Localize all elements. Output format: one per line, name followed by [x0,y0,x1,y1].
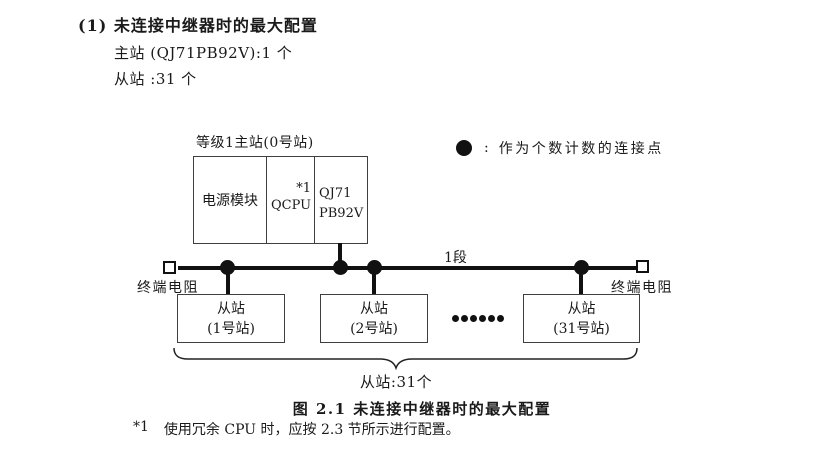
footnote: *1 使用冗余 CPU 时，应按 2.3 节所示进行配置。 [133,419,460,439]
connection-point-slave2 [367,260,382,275]
slave2-line2: (2号站) [350,320,398,337]
slave2-line1: 从站 [360,300,388,317]
power-module-cell: 电源模块 [202,193,258,209]
legend-text: 作为个数计数的连接点 [498,141,664,157]
bus-line-segment1 [178,266,636,270]
network-module-cell: QJ71 PB92V [314,157,367,243]
slave1-line1: 从站 [217,300,245,317]
terminating-resistor-label-right: 终端电阻 [611,280,673,296]
connection-point-slave1 [220,260,235,275]
drop-line-master [338,243,342,267]
legend: : 作为个数计数的连接点 [456,138,664,158]
drop-line-slave31 [579,269,583,295]
drop-line-slave2 [372,269,376,295]
ellipsis-dots [452,315,504,322]
network-module-line2: PB92V [319,206,364,221]
cpu-footnote-ref: *1 [296,181,311,196]
slave-station-1-box: 从站 (1号站) [177,294,285,343]
slave-spec-line: 从站 :31 个 [114,70,197,88]
terminating-resistor-label-left: 终端电阻 [137,280,199,296]
connection-point-master [333,260,348,275]
cpu-label: QCPU [271,198,312,213]
slave31-line2: (31号站) [553,320,610,337]
footnote-marker: *1 [133,419,149,435]
slave31-line1: 从站 [567,300,596,317]
drop-line-slave1 [226,269,230,295]
master-spec-line: 主站 (QJ71PB92V):1 个 [114,44,293,62]
footnote-text: 使用冗余 CPU 时，应按 2.3 节所示进行配置。 [163,422,460,438]
connection-point-slave31 [574,260,589,275]
legend-separator: : [484,140,489,156]
terminating-resistor-left [163,261,176,274]
master-station-box: 电源模块 *1 QCPU QJ71 PB92V [193,156,368,244]
master-station-label: 等级1主站(0号站) [196,135,314,151]
slave-station-2-box: 从站 (2号站) [320,294,428,343]
terminating-resistor-right [636,260,649,273]
slave1-line2: (1号站) [207,320,255,337]
slave-station-31-box: 从站 (31号站) [523,294,640,343]
figure-caption: 图 2.1 未连接中继器时的最大配置 [292,400,552,418]
slave-count-label: 从站:31个 [359,373,433,391]
slave-group-brace [173,347,638,370]
cpu-cell: *1 QCPU [266,157,314,243]
network-module-line1: QJ71 [319,186,352,201]
section-heading: (1) 未连接中继器时的最大配置 [78,16,318,35]
connection-point-icon [456,140,472,156]
segment-label: 1段 [444,250,467,266]
